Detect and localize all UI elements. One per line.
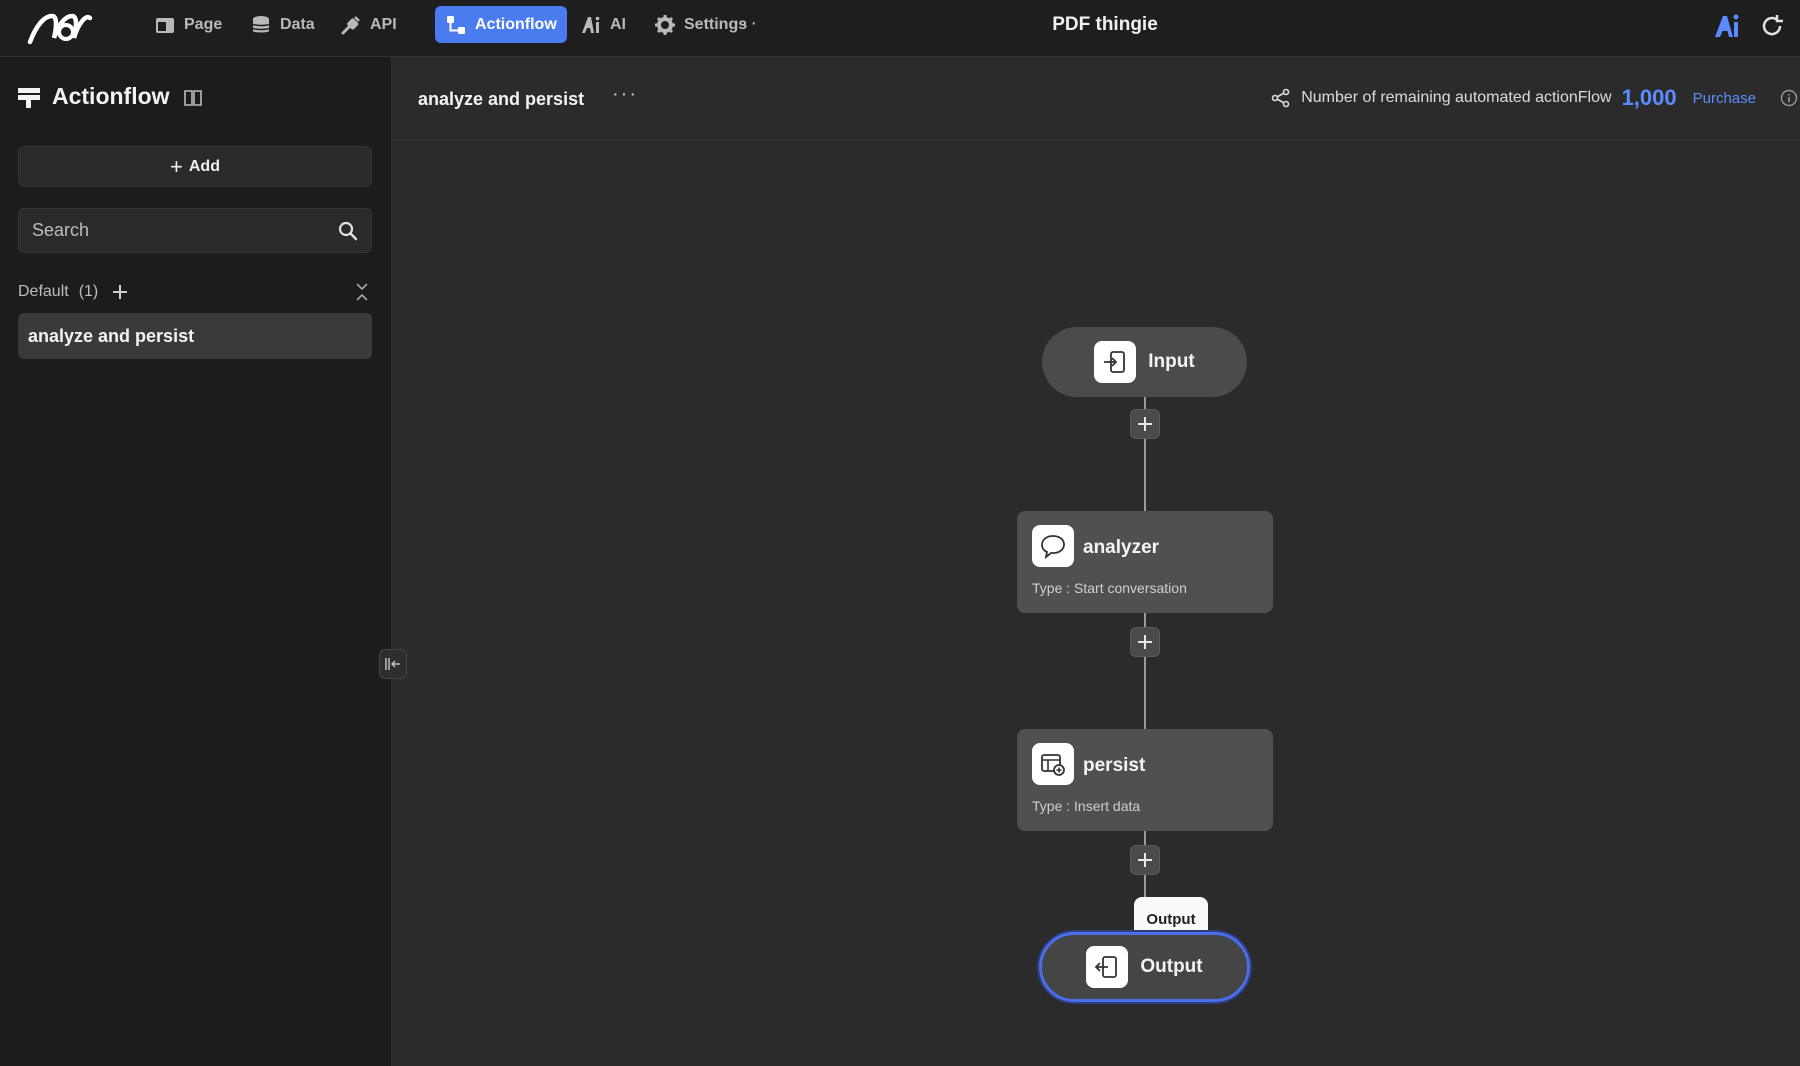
insert-data-icon <box>1032 743 1074 785</box>
analyzer-node[interactable]: analyzer Type : Start conversation <box>1017 511 1273 613</box>
nav-settings-label: Settings <box>684 15 748 33</box>
flow-title: analyze and persist <box>418 89 585 109</box>
top-bar: Page Data API Actionflow AI Settings ···… <box>0 0 1800 57</box>
persist-node[interactable]: persist Type : Insert data <box>1017 729 1273 831</box>
add-step-button-3[interactable] <box>1130 845 1160 875</box>
ai-assistant-icon[interactable] <box>1713 12 1741 40</box>
flow-icon <box>447 15 465 34</box>
input-node-label: Input <box>1148 351 1195 372</box>
nav-ai-label: AI <box>610 15 626 33</box>
more-menu-button[interactable]: ··· <box>733 12 759 34</box>
plug-icon <box>341 15 360 34</box>
search-box <box>18 208 372 253</box>
sidebar-item-analyze-and-persist[interactable]: analyze and persist <box>18 313 372 359</box>
chat-bubble-icon <box>1032 525 1074 567</box>
sidebar-header: Actionflow <box>18 83 170 110</box>
group-count: (1) <box>78 283 99 300</box>
nav-actionflow-label: Actionflow <box>475 15 557 33</box>
output-node[interactable]: Output <box>1039 932 1250 1002</box>
input-node[interactable]: Input <box>1042 327 1247 397</box>
edge-analyzer-persist <box>1144 612 1146 732</box>
plus-icon: + <box>170 153 183 179</box>
output-icon <box>1086 946 1129 988</box>
flow-header: analyze and persist ··· Number of remain… <box>392 57 1800 141</box>
collapse-sidebar-button[interactable] <box>379 649 407 679</box>
info-icon[interactable] <box>1780 89 1798 107</box>
group-name: Default <box>18 283 69 300</box>
nav-ai[interactable]: AI <box>570 6 636 43</box>
input-icon <box>1094 341 1137 383</box>
ai-icon <box>582 16 600 33</box>
sidebar-title: Actionflow <box>52 83 170 109</box>
refresh-icon[interactable] <box>1758 12 1786 40</box>
actionflow-icon <box>18 87 40 108</box>
add-button[interactable]: + Add <box>18 146 372 187</box>
nav-settings[interactable]: Settings <box>644 6 757 43</box>
nav-actionflow[interactable]: Actionflow <box>435 6 567 43</box>
search-icon[interactable] <box>337 220 359 242</box>
collapse-left-icon <box>385 658 400 670</box>
nav-data-label: Data <box>280 15 315 33</box>
gear-icon <box>655 14 675 35</box>
persist-node-name: persist <box>1083 755 1146 776</box>
edge-input-analyzer <box>1144 395 1146 515</box>
remaining-label: Number of remaining automated actionFlow <box>1301 89 1612 106</box>
app-logo[interactable] <box>26 6 94 48</box>
sidebar-item-label: analyze and persist <box>28 325 195 346</box>
nav-data[interactable]: Data <box>240 6 325 43</box>
plus-icon <box>1138 417 1152 431</box>
add-flow-icon[interactable] <box>110 282 130 302</box>
collapse-group-icon[interactable] <box>352 281 372 303</box>
purchase-link[interactable]: Purchase <box>1692 89 1756 107</box>
flow-more-button[interactable]: ··· <box>612 83 638 105</box>
project-title: PDF thingie <box>1052 14 1158 35</box>
analyzer-node-name: analyzer <box>1083 537 1160 558</box>
add-button-label: Add <box>188 157 220 175</box>
remaining-actionflow-info: Number of remaining automated actionFlow… <box>1271 85 1800 111</box>
nav-page-label: Page <box>184 15 223 33</box>
remaining-count: 1,000 <box>1621 85 1677 110</box>
add-step-button-1[interactable] <box>1130 409 1160 439</box>
add-step-button-2[interactable] <box>1130 627 1160 657</box>
sidebar: Actionflow + Add Default (1) analyze and… <box>0 57 392 1066</box>
output-node-label: Output <box>1140 956 1203 977</box>
database-icon <box>252 15 270 32</box>
plus-icon <box>1138 635 1152 649</box>
analyzer-node-type: Type : Start conversation <box>1032 580 1187 596</box>
nav-page[interactable]: Page <box>144 6 232 43</box>
book-icon[interactable] <box>182 87 204 109</box>
share-nodes-icon <box>1271 88 1290 108</box>
nav-api-label: API <box>370 15 397 33</box>
page-icon <box>156 17 174 33</box>
output-tooltip-text: Output <box>1146 910 1196 928</box>
edge-persist-output <box>1144 830 1146 942</box>
search-input[interactable] <box>32 209 332 252</box>
group-row-default[interactable]: Default (1) <box>18 277 372 307</box>
plus-icon <box>1138 853 1152 867</box>
nav-api[interactable]: API <box>330 6 407 43</box>
persist-node-type: Type : Insert data <box>1032 798 1141 814</box>
